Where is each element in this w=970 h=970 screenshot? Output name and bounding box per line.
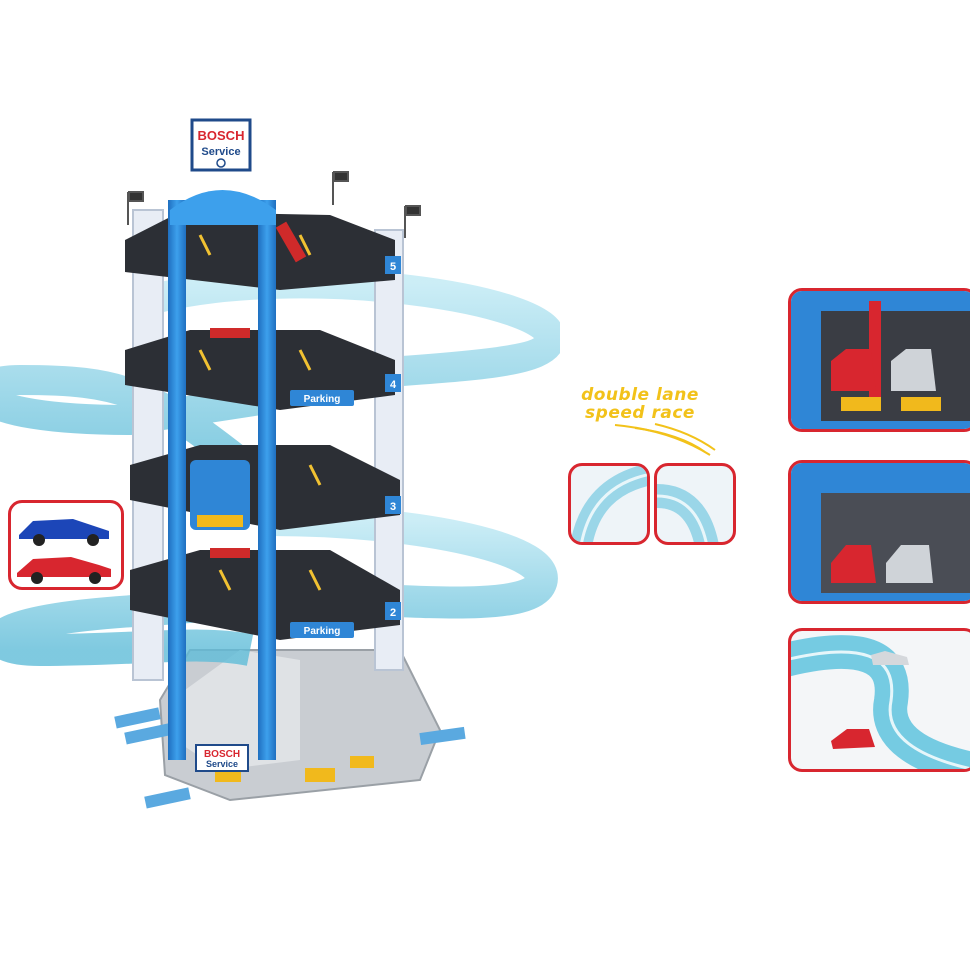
garage-base: [114, 649, 466, 809]
included-cars: [17, 519, 111, 584]
track-detail-right: [654, 463, 736, 545]
bosch-service-sign: BOSCH Service: [190, 118, 252, 172]
detail-parking-deck: [788, 460, 970, 604]
lift-tower: [168, 190, 276, 760]
base-bosch-sign: BOSCH Service: [195, 744, 249, 772]
svg-text:Service: Service: [206, 759, 238, 769]
sign-sub: Service: [201, 146, 240, 158]
cars-inset: [8, 500, 124, 590]
parking-label-upper: Parking: [290, 390, 354, 406]
checkered-flags: [127, 171, 421, 238]
blue-car: [19, 519, 109, 546]
track-detail-left: [568, 463, 650, 545]
caption-line-2: speed race: [585, 403, 695, 423]
feature-caption: double lane speed race: [560, 386, 720, 422]
svg-text:Parking: Parking: [304, 626, 341, 637]
speed-lines-decoration: [614, 423, 716, 456]
race-detail-image: [791, 635, 970, 769]
svg-text:Parking: Parking: [304, 394, 341, 405]
level-numbers: 5 4 3 2: [385, 256, 401, 620]
svg-text:3: 3: [390, 501, 396, 513]
svg-text:BOSCH: BOSCH: [204, 749, 240, 760]
deck-detail-image: [791, 463, 970, 601]
lift-detail-image: [791, 291, 970, 429]
parking-label-lower: Parking: [290, 622, 354, 638]
svg-text:5: 5: [390, 261, 396, 273]
sign-brand: BOSCH: [198, 128, 245, 143]
detail-race-track: [788, 628, 970, 772]
parking-garage-toy: BOSCH Service Parking Parking 5 4 3 2 BO…: [0, 118, 560, 809]
track-lanes-icon: [657, 484, 719, 542]
svg-text:4: 4: [390, 379, 397, 391]
svg-text:2: 2: [390, 607, 396, 619]
detail-garage-lift: [788, 288, 970, 432]
red-car: [17, 557, 111, 584]
track-curve-icon: [571, 466, 647, 542]
caption-line-1: double lane: [581, 385, 699, 405]
